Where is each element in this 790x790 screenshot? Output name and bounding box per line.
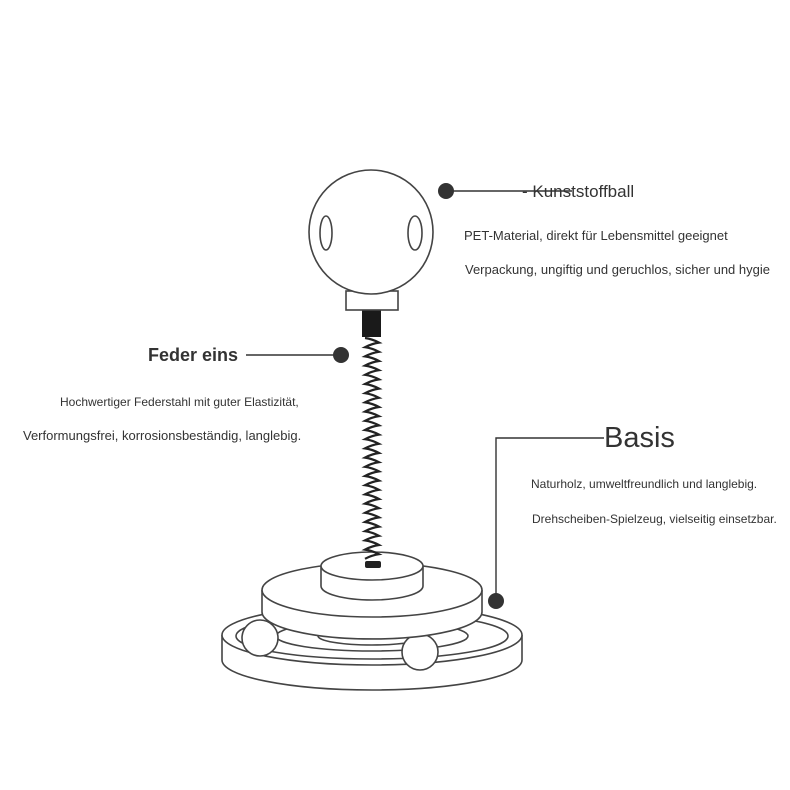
callouts: [246, 190, 604, 600]
base-desc-line2: Drehscheiben-Spielzeug, vielseitig einse…: [532, 512, 777, 526]
spring-callout-dot: [333, 347, 349, 363]
base-callout-dot: [488, 593, 504, 609]
ball-desc-line2: Verpackung, ungiftig und geruchlos, sich…: [465, 262, 770, 277]
spring: [361, 310, 383, 568]
ball-title: - Kunststoffball: [522, 182, 635, 201]
turntable-base: [221, 551, 523, 691]
ball-desc-line1: PET-Material, direkt für Lebensmittel ge…: [464, 228, 728, 243]
base-desc-line1: Naturholz, umweltfreundlich und langlebi…: [531, 477, 758, 491]
spring-desc-line2: Verformungsfrei, korrosionsbeständig, la…: [23, 428, 302, 443]
ball-hole-left: [319, 215, 333, 251]
spring-title: Feder eins: [148, 345, 239, 365]
track-ball-right: [401, 633, 439, 671]
spring-desc-line1: Hochwertiger Federstahl mit guter Elasti…: [60, 395, 299, 409]
ball-sphere: [308, 169, 434, 295]
track-ball-left: [241, 619, 279, 657]
base-callout-line: [495, 437, 604, 600]
spring-coil: [361, 336, 383, 560]
ball-hole-right: [407, 215, 423, 251]
spring-bottom-cap: [365, 561, 381, 568]
ball-callout-dot: [438, 183, 454, 199]
base-title: Basis: [604, 422, 675, 454]
callout-dots: [333, 183, 504, 609]
spring-top-connector: [362, 310, 381, 337]
plastic-ball: [308, 169, 434, 311]
